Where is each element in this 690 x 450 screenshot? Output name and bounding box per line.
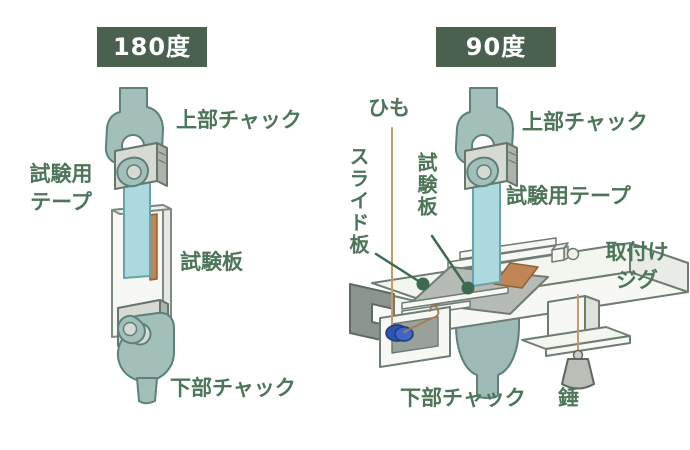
left-tape-illustration — [123, 174, 158, 281]
badge-180-degree: 180度 — [97, 27, 207, 67]
label-upper-chuck-right: 上部チャック — [522, 110, 648, 134]
label-mounting-jig: 取付け ジグ — [605, 240, 669, 293]
weight-illustration — [561, 294, 595, 390]
label-test-plate-left: 試験板 — [180, 250, 243, 274]
lower-chuck-illustration — [116, 299, 175, 405]
label-upper-chuck-left: 上部チャック — [176, 108, 302, 132]
pulley-bracket-illustration — [379, 127, 451, 368]
label-test-tape-left: 試験用 テープ — [29, 162, 93, 215]
label-lower-chuck-left: 下部チャック — [170, 376, 296, 400]
right-tape-illustration — [472, 174, 501, 287]
label-test-tape-right: 試験用テープ — [506, 184, 631, 208]
badge-90-degree: 90度 — [436, 27, 556, 67]
label-lower-chuck-right: 下部チャック — [400, 386, 526, 410]
label-weight: 錘 — [558, 386, 579, 410]
upper-chuck-illustration — [104, 87, 168, 190]
label-string: ひも — [368, 96, 410, 120]
label-test-plate-right: 試験板 — [414, 152, 438, 218]
leader-lines — [374, 234, 475, 295]
right-lower-chuck-illustration — [455, 317, 520, 399]
label-slide-plate: スライド板 — [346, 146, 370, 256]
pulley-icon — [385, 324, 414, 342]
